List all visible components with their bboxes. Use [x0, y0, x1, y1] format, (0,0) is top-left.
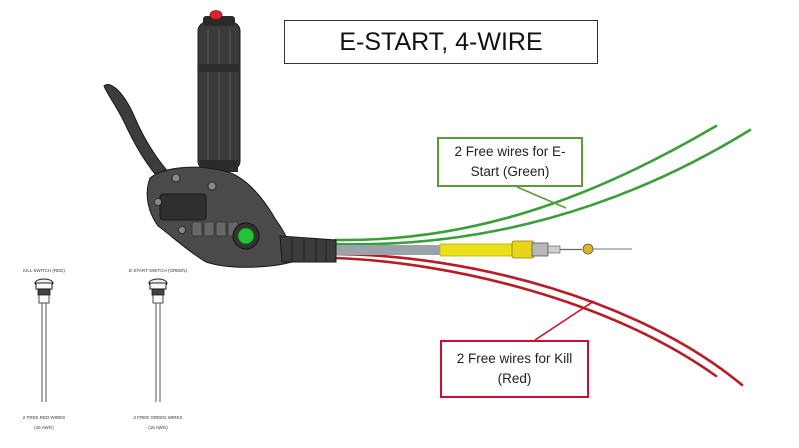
estart-switch-label: E-START SWITCH (GREEN): [128, 268, 187, 273]
title-box: E-START, 4-WIRE: [284, 20, 598, 64]
cable-boot: [279, 235, 337, 263]
estart-switch-component: [148, 278, 168, 402]
red-wires-callout: 2 Free wires for Kill (Red): [440, 340, 589, 398]
green-callout-leader: [516, 186, 567, 209]
kill-switch-component: [34, 278, 54, 402]
red-callout-line1: 2 Free wires for Kill: [456, 351, 573, 367]
title-text: E-START, 4-WIRE: [339, 27, 543, 56]
throttle-cable: [335, 240, 632, 259]
red-wire-lower: [333, 256, 718, 378]
kill-switch-label: KILL SWITCH (RED): [23, 268, 65, 273]
green-callout-line1: 2 Free wires for E-: [454, 144, 566, 160]
estart-switch-wires-label: 2 FREE GREEN WIRES: [133, 415, 183, 420]
green-estart-button: [237, 227, 255, 245]
green-callout-line2: Start (Green): [470, 164, 550, 179]
green-wire-lower: [333, 128, 752, 246]
red-wire-upper: [333, 252, 744, 387]
red-callout-leader: [534, 300, 595, 341]
estart-switch-awg-label: (16 AWG): [148, 425, 168, 430]
green-wires-callout: 2 Free wires for E- Start (Green): [437, 137, 583, 187]
green-wires: [333, 124, 752, 246]
red-wires: [333, 252, 744, 387]
throttle-assembly: [103, 10, 337, 268]
kill-switch-awg-label: (16 AWG): [34, 425, 54, 430]
red-callout-line2: (Red): [497, 371, 532, 386]
kill-switch-wires-label: 2 FREE RED WIRES: [22, 415, 66, 420]
green-wire-upper: [333, 124, 718, 242]
red-kill-button: [209, 10, 223, 20]
